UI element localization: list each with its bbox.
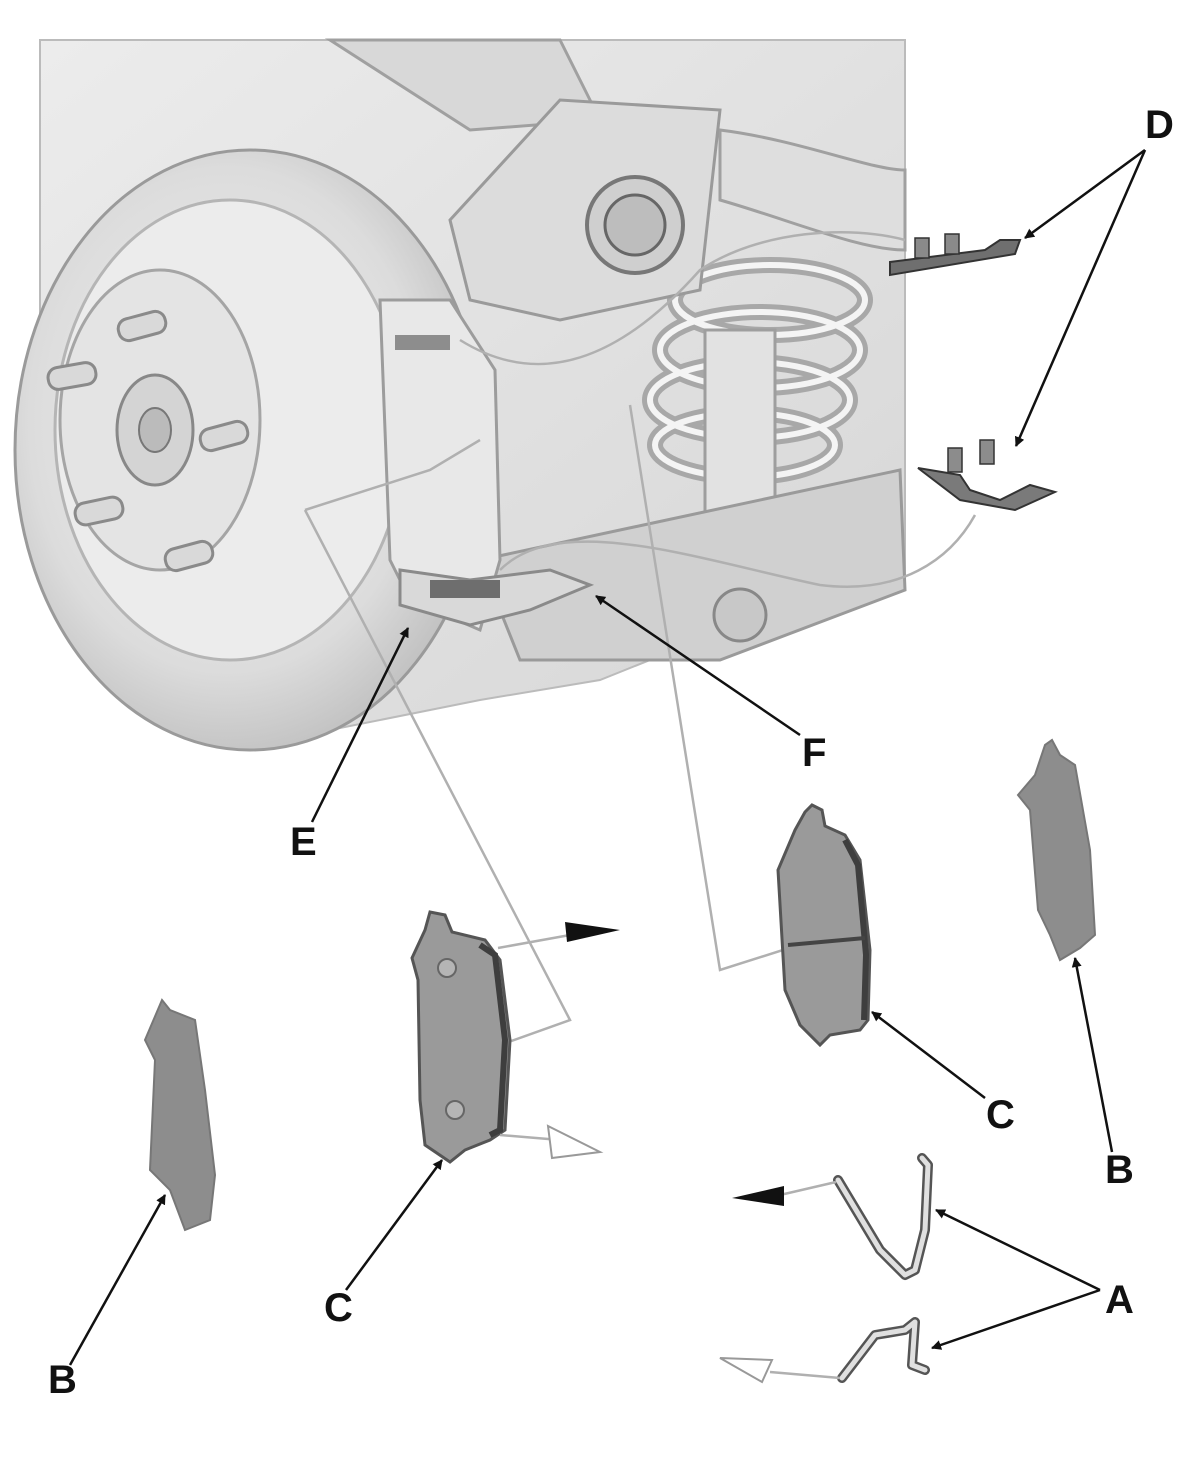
bracket-slot-lower: [430, 580, 500, 598]
shim-right: [1016, 738, 1097, 962]
callout-d: D: [1145, 103, 1174, 147]
retainer-lower: [917, 439, 1058, 512]
pad-spring-lower: [837, 1317, 930, 1383]
callout-a: A: [1105, 1278, 1134, 1322]
pad-left-hole-upper: [437, 958, 457, 978]
lower-arm: [477, 468, 907, 662]
leader-a-upper: [935, 1208, 1101, 1292]
pad-spring-upper: [833, 1153, 933, 1280]
callout-b-right: B: [1105, 1148, 1134, 1192]
callout-e: E: [290, 820, 317, 864]
leader-b-left: [68, 1194, 167, 1366]
brake-disc: [13, 148, 487, 752]
retainer-upper: [889, 233, 1022, 277]
leader-c-left: [344, 1159, 444, 1291]
brake-pad-right: [776, 803, 872, 1048]
knuckle-bearing-inner: [603, 193, 667, 257]
leader-lines: [68, 148, 1147, 1366]
callout-c-right: C: [986, 1093, 1015, 1137]
pad-right-slot: [787, 936, 866, 947]
lower-arm-bolt: [712, 587, 768, 643]
hub-nut: [138, 407, 172, 453]
install-direction-arrows: [497, 922, 841, 1384]
bracket-slot-upper: [395, 335, 450, 350]
leader-e: [310, 627, 410, 823]
shim-left: [143, 998, 217, 1232]
brake-pad-left: [410, 910, 512, 1164]
upper-link-tube: [718, 128, 907, 252]
leader-a-lower: [931, 1288, 1101, 1350]
leader-b-right: [1071, 957, 1114, 1153]
leader-d-lower: [1014, 149, 1147, 447]
callout-f: F: [802, 731, 827, 775]
pad-left-hole-lower: [445, 1100, 465, 1120]
callout-b-left: B: [48, 1358, 77, 1402]
wheel-studs: [46, 309, 250, 573]
leader-d-upper: [1024, 148, 1146, 240]
leader-c-right: [871, 1011, 986, 1099]
callout-c-left: C: [324, 1286, 353, 1330]
leader-f: [595, 594, 801, 737]
